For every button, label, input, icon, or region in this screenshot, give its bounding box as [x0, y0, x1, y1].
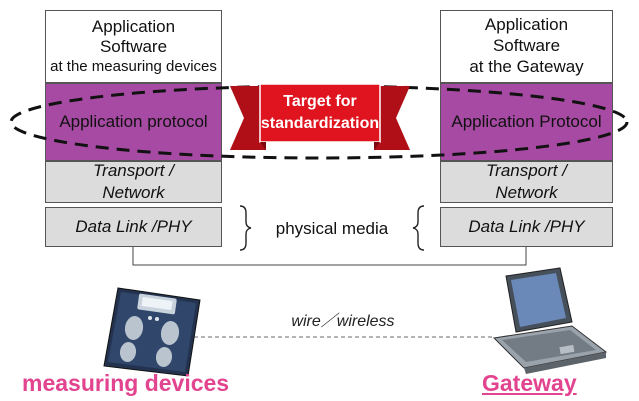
left-protocol-box: Application protocol [45, 83, 222, 161]
stack-connector-line [132, 247, 527, 266]
right-transport-line1: Transport / [486, 160, 567, 180]
banner-line2: standardization [260, 115, 380, 132]
left-transport-line2: Network [102, 183, 165, 202]
physical-media-label: physical media [275, 219, 389, 238]
left-app-software-box: Application Software at the measuring de… [45, 10, 222, 83]
left-datalink-box: Data Link /PHY [45, 207, 222, 247]
right-protocol-label: Application Protocol [451, 112, 602, 131]
right-datalink-box: Data Link /PHY [440, 207, 613, 247]
laptop-icon [492, 267, 608, 374]
left-app-line1: Application [91, 16, 176, 36]
right-transport-box: Transport / Network [440, 161, 613, 203]
target-banner-icon [230, 83, 410, 150]
banner-line1: Target for [283, 93, 357, 111]
left-datalink-label: Data Link /PHY [75, 216, 192, 236]
right-app-line1: Application [484, 15, 569, 35]
measuring-devices-caption: measuring devices [22, 370, 230, 396]
standardization-scope-ellipse [9, 84, 629, 160]
right-app-line3: at the Gateway [469, 56, 584, 76]
left-app-line2: Software [99, 37, 168, 57]
right-datalink-label: Data Link /PHY [468, 216, 585, 236]
gateway-caption: Gateway [482, 370, 577, 396]
right-brace-icon [412, 205, 425, 251]
body-composition-scale-icon [103, 287, 201, 377]
left-transport-line1: Transport / [93, 160, 174, 180]
right-transport-line2: Network [495, 183, 558, 202]
left-transport-box: Transport / Network [45, 161, 222, 203]
wire-wireless-label: wire／wireless [291, 313, 395, 330]
target-banner: Target for standardization [260, 86, 380, 140]
left-app-line3: at the measuring devices [50, 58, 217, 76]
left-protocol-label: Application protocol [59, 112, 208, 131]
left-brace-icon [239, 205, 252, 251]
right-app-software-box: Application Software at the Gateway [440, 10, 613, 83]
right-app-line2: Software [492, 36, 561, 56]
